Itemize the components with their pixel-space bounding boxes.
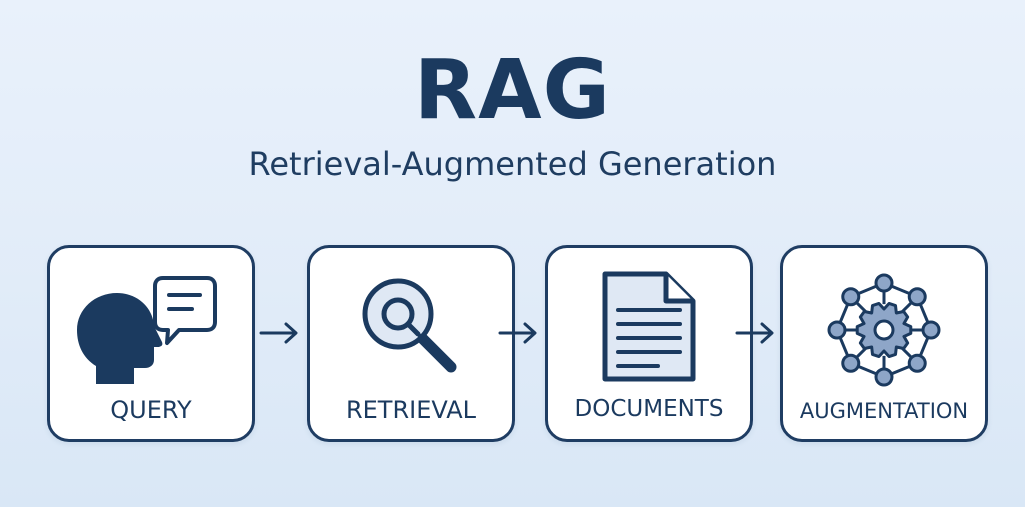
arrow-right-icon: [259, 322, 298, 344]
network-graph: [827, 273, 941, 387]
gear-icon: [855, 301, 913, 359]
step-augmentation-label: AUGMENTATION: [799, 399, 969, 423]
network-node: [827, 320, 847, 340]
network-node: [921, 320, 941, 340]
arrow-right-icon: [735, 322, 774, 344]
step-query-label: QUERY: [110, 396, 192, 424]
step-augmentation-box: AUGMENTATION: [780, 245, 988, 442]
arrow-right-icon: [498, 322, 537, 344]
diagram-title: RAG: [414, 43, 611, 138]
network-node: [907, 353, 927, 373]
step-retrieval-box: RETRIEVAL: [307, 245, 515, 442]
step-documents-label: DOCUMENTS: [574, 396, 724, 422]
document-icon: [602, 271, 696, 382]
network-node: [874, 367, 894, 387]
network-node: [841, 287, 861, 307]
diagram-subtitle: Retrieval-Augmented Generation: [248, 145, 777, 183]
step-retrieval-label: RETRIEVAL: [345, 396, 477, 424]
person-speech-bubble-icon: [77, 276, 217, 384]
gear-network-icon: [827, 273, 941, 387]
step-documents-box: DOCUMENTS: [545, 245, 753, 442]
step-query-box: QUERY: [47, 245, 255, 442]
network-node: [841, 353, 861, 373]
magnifying-glass-icon: [362, 278, 457, 373]
network-node: [874, 273, 894, 293]
network-node: [907, 287, 927, 307]
